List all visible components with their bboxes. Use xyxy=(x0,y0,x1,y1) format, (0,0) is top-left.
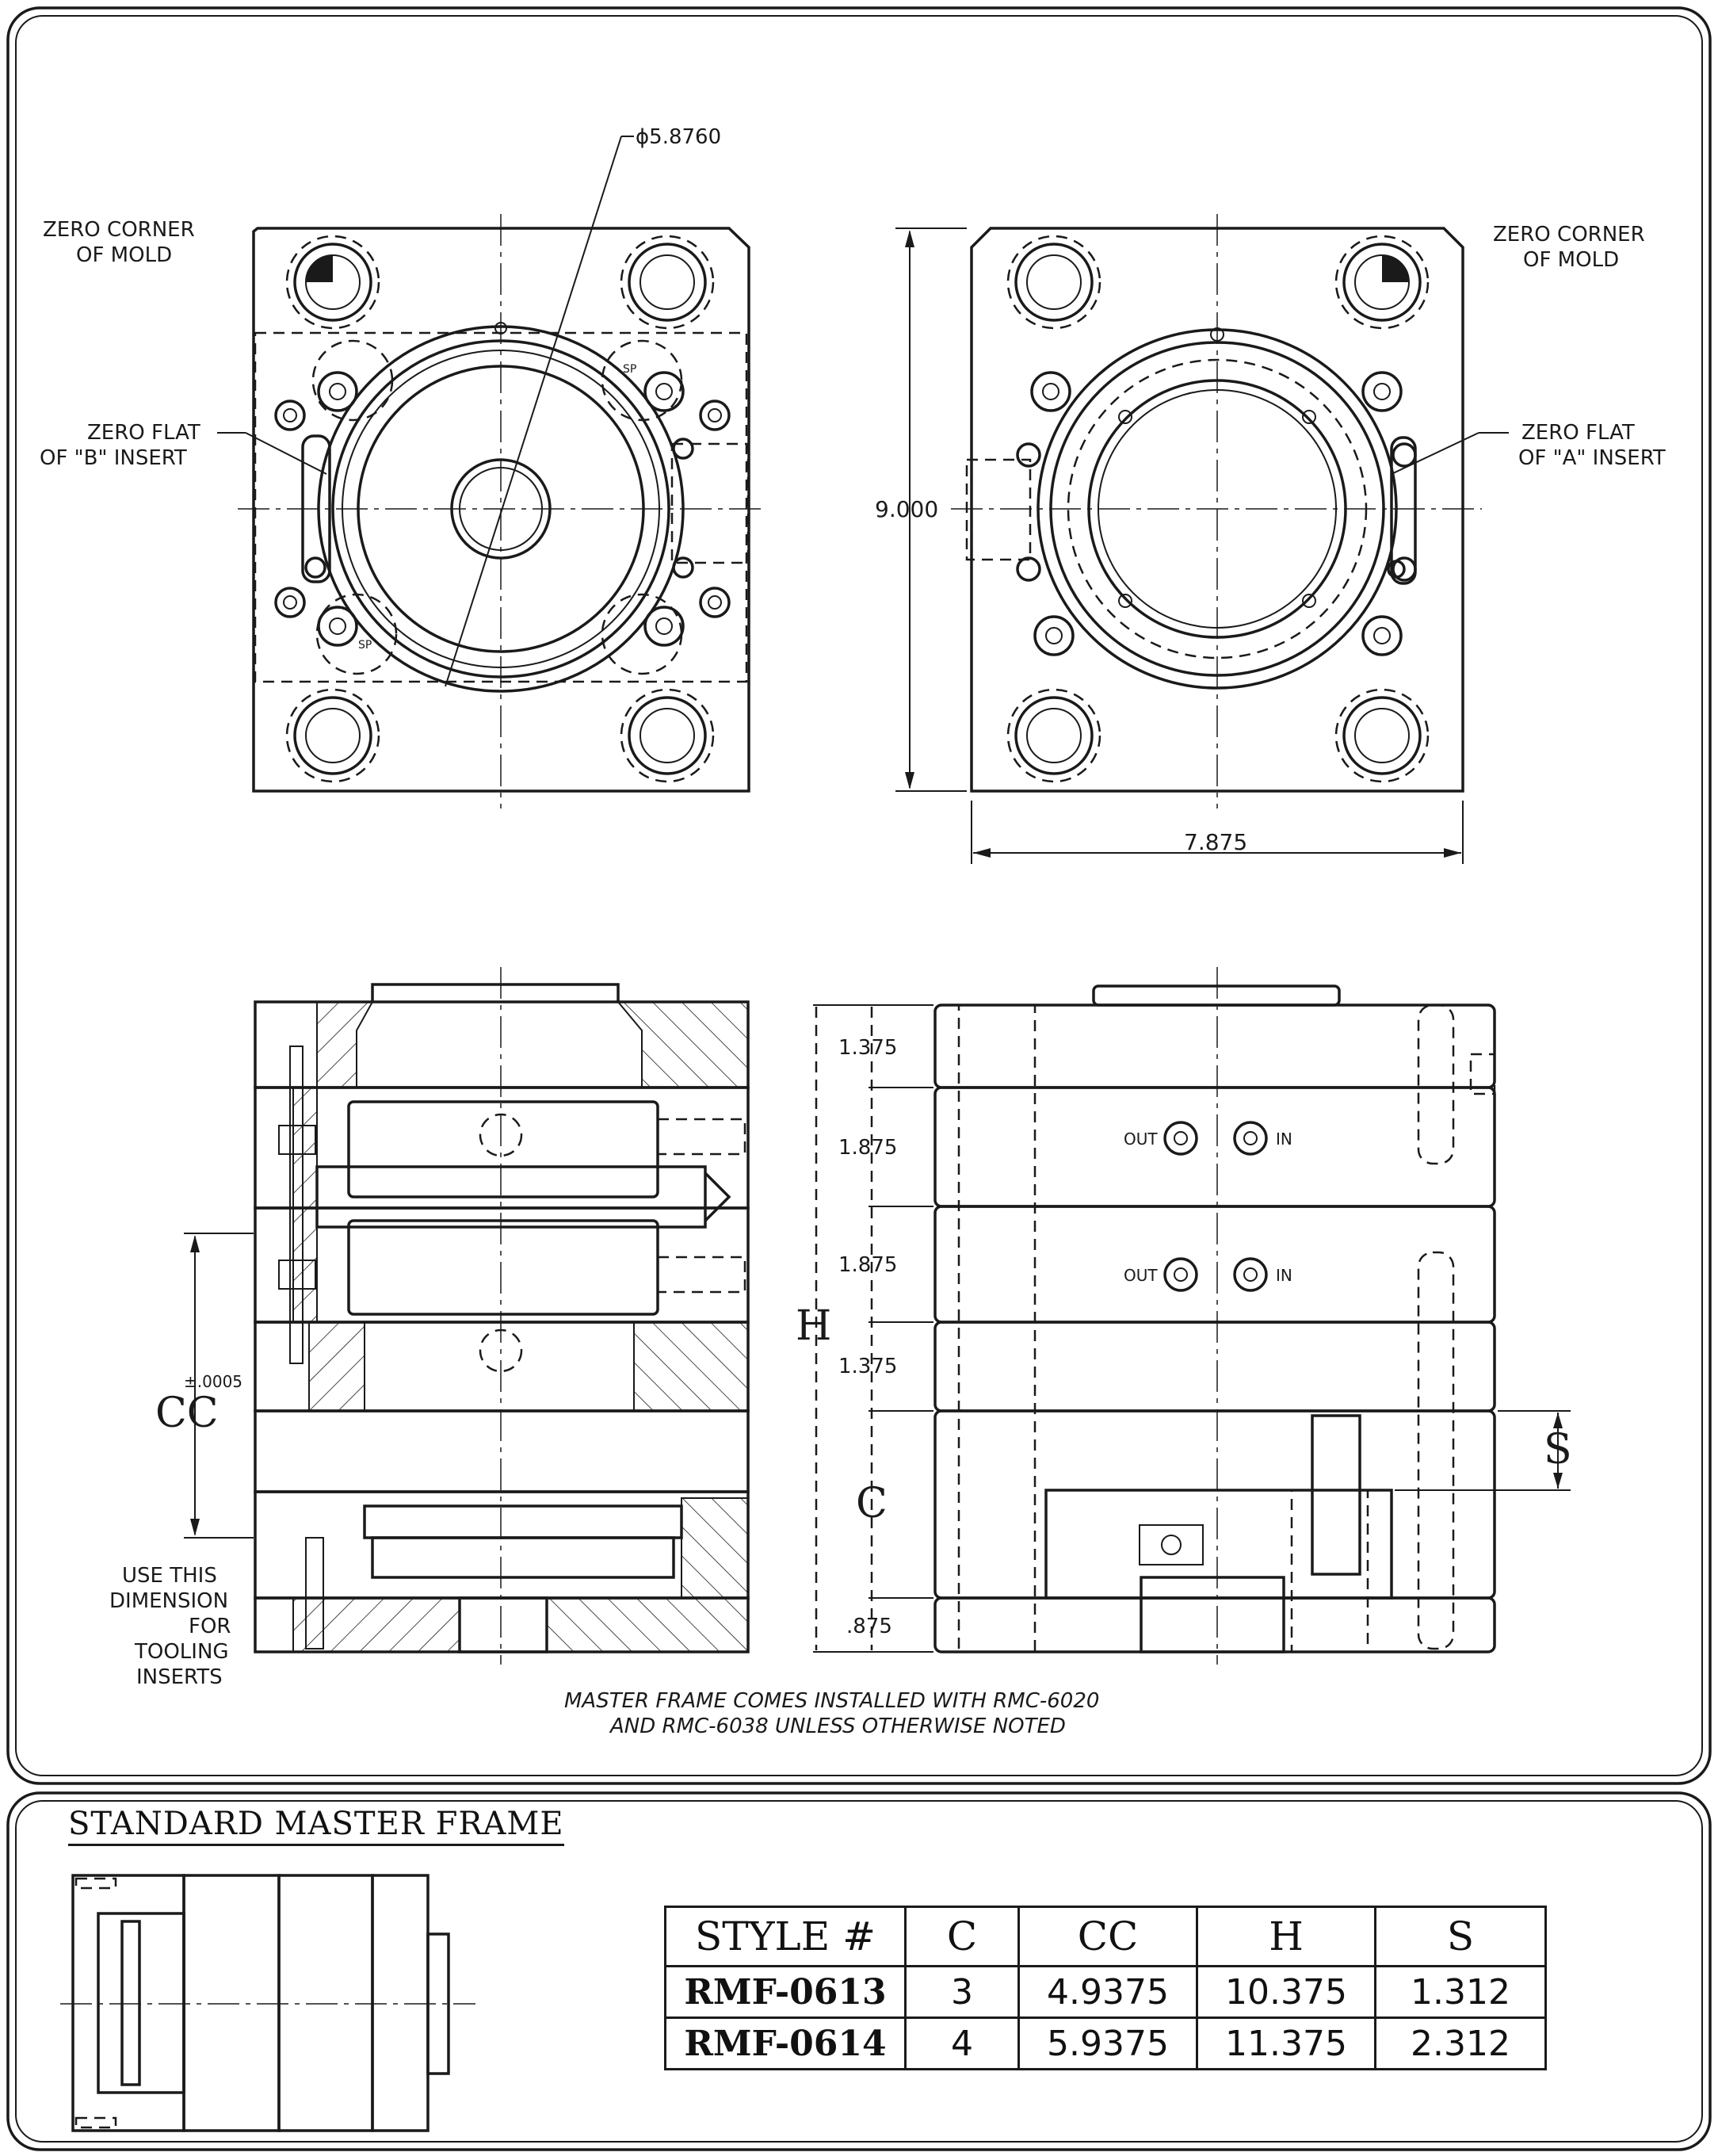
upper-border-frame-inner xyxy=(15,15,1703,1776)
style-spec-table: STYLE # C CC H S RMF-0613 3 4.9375 10.37… xyxy=(664,1906,1547,2070)
cell-cc: 4.9375 xyxy=(1017,1965,1198,2019)
cell-cc: 5.9375 xyxy=(1017,2016,1198,2070)
dim-1375-top: 1.375 xyxy=(838,1036,897,1060)
zero-corner-left-line1: ZERO CORNER xyxy=(43,218,195,242)
standard-frame-title: STANDARD MASTER FRAME xyxy=(68,1806,564,1846)
header-style: STYLE # xyxy=(664,1906,907,1967)
cell-s: 1.312 xyxy=(1374,1965,1547,2019)
port-in-1: IN xyxy=(1276,1130,1292,1149)
height-dimension: 9.000 xyxy=(875,496,938,522)
dim-1875-a: 1.875 xyxy=(838,1136,897,1160)
dim-0875: .875 xyxy=(846,1615,892,1638)
zero-flat-b-line2: OF "B" INSERT xyxy=(40,446,187,470)
cell-c: 4 xyxy=(904,2016,1020,2070)
zero-corner-right-line1: ZERO CORNER xyxy=(1493,223,1645,247)
dim-1375-bottom: 1.375 xyxy=(838,1355,897,1378)
zero-corner-left-line2: OF MOLD xyxy=(76,243,172,267)
table-row: RMF-0614 4 5.9375 11.375 2.312 xyxy=(664,2016,1547,2070)
cc-tolerance: ±.0005 xyxy=(184,1372,242,1391)
sp-label-1: SP xyxy=(623,363,636,376)
sp-label-2: SP xyxy=(358,639,372,652)
h-label: H xyxy=(796,1302,831,1350)
diameter-label: ϕ5.8760 xyxy=(636,125,721,149)
lower-border-frame xyxy=(6,1791,1712,2151)
c-label: C xyxy=(856,1480,888,1527)
tooling-note-5: INSERTS xyxy=(136,1665,223,1689)
elevation-view-right: OUT IN OUT IN 1.375 1.875 1.875 1.375 .8… xyxy=(796,967,1572,1665)
top-left-plan-view: ϕ5.8760 SP SP ZERO CORNER OF MOLD ZERO F… xyxy=(40,125,761,808)
install-note-line2: AND RMC-6038 UNLESS OTHERWISE NOTED xyxy=(609,1714,1066,1738)
header-c: C xyxy=(904,1906,1020,1967)
table-row: RMF-0613 3 4.9375 10.375 1.312 xyxy=(664,1965,1547,2019)
upper-border-frame xyxy=(6,6,1712,1785)
cell-style: RMF-0613 xyxy=(664,1965,907,2019)
header-cc: CC xyxy=(1017,1906,1198,1967)
cell-h: 11.375 xyxy=(1196,2016,1376,2070)
cell-s: 2.312 xyxy=(1374,2016,1547,2070)
install-note-line1: MASTER FRAME COMES INSTALLED WITH RMC-60… xyxy=(564,1689,1099,1713)
top-right-plan-view: 9.000 7.875 ZERO CORNER OF MOLD ZERO FLA… xyxy=(875,214,1666,864)
zero-flat-a-line1: ZERO FLAT xyxy=(1521,421,1635,445)
cell-c: 3 xyxy=(904,1965,1020,2019)
zero-flat-a-line2: OF "A" INSERT xyxy=(1518,446,1666,470)
table-header-row: STYLE # C CC H S xyxy=(664,1906,1547,1967)
cell-h: 10.375 xyxy=(1196,1965,1376,2019)
cc-label: CC xyxy=(155,1390,219,1437)
header-s: S xyxy=(1374,1906,1547,1967)
tooling-note-4: TOOLING xyxy=(134,1640,229,1664)
zero-corner-right-line2: OF MOLD xyxy=(1523,248,1619,272)
port-in-2: IN xyxy=(1276,1266,1292,1285)
cell-style: RMF-0614 xyxy=(664,2016,907,2070)
port-out-1: OUT xyxy=(1124,1130,1158,1149)
zero-flat-b-line1: ZERO FLAT xyxy=(87,421,200,445)
s-label: S xyxy=(1544,1426,1572,1474)
lower-border-frame-inner xyxy=(15,1800,1703,2143)
dim-1875-b: 1.875 xyxy=(838,1253,897,1277)
section-view-left: ±.0005 CC USE THIS DIMENSION FOR TOOLING… xyxy=(109,967,750,1689)
standard-frame-side-view xyxy=(60,1874,475,2132)
width-dimension: 7.875 xyxy=(1184,829,1247,855)
tooling-note-2: DIMENSION xyxy=(109,1589,228,1613)
port-out-2: OUT xyxy=(1124,1266,1158,1285)
tooling-note-3: FOR xyxy=(189,1615,231,1638)
tooling-note-1: USE THIS xyxy=(122,1564,217,1588)
header-h: H xyxy=(1196,1906,1376,1967)
